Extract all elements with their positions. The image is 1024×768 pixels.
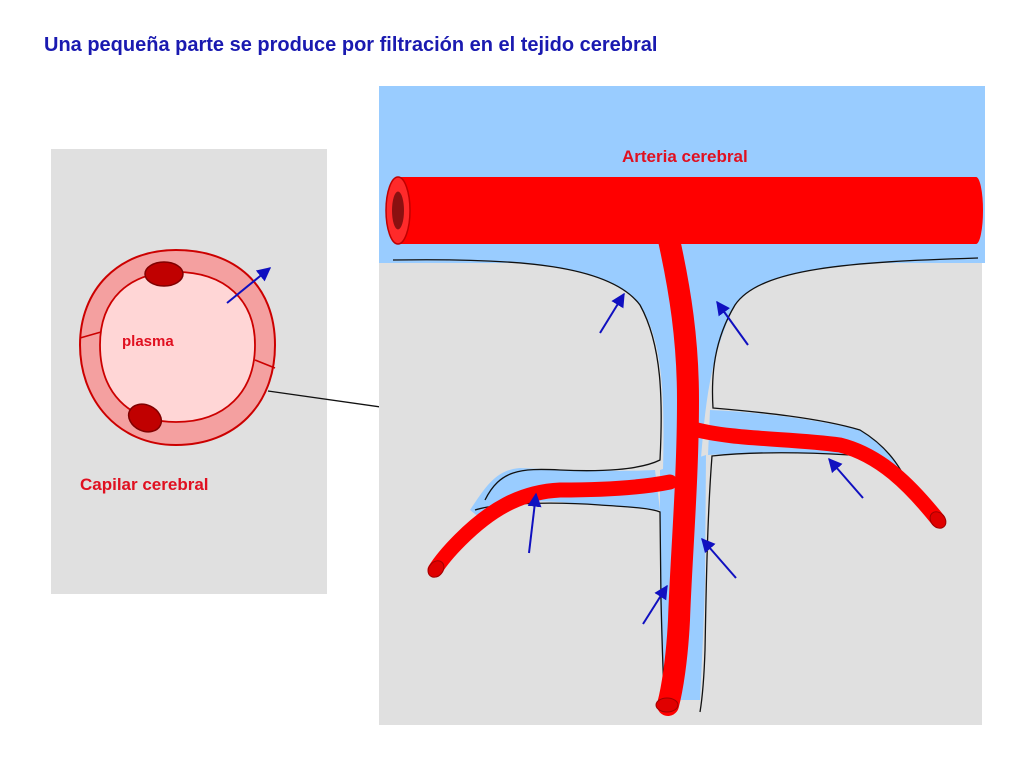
artery-trunk [657, 229, 700, 716]
filtration-arrow-4 [828, 457, 864, 499]
artery-branch-left [427, 474, 678, 578]
endothelial-nucleus-bottom [127, 403, 163, 433]
artery-end-left-branch [427, 560, 445, 578]
artery-tree [385, 176, 983, 716]
filtration-arrows [527, 292, 864, 625]
filtration-arrow-1 [599, 292, 625, 334]
artery-lumen [392, 191, 404, 230]
capillary-cross-section [78, 248, 277, 447]
filtration-arrow-6 [642, 584, 668, 625]
endothelial-junction-left [79, 331, 102, 339]
capillary-lumen [99, 271, 256, 423]
artery-end-trunk [655, 697, 679, 713]
filtration-arrow-capillary [226, 267, 272, 304]
capillary-label: Capilar cerebral [80, 475, 209, 494]
artery-branch-right [682, 420, 946, 528]
artery-label: Arteria cerebral [622, 147, 748, 166]
endothelial-nucleus-top [144, 261, 184, 287]
artery-right-end [969, 177, 983, 244]
csf-boundary-right [711, 257, 979, 503]
filtration-arrow-2 [716, 300, 749, 346]
filtration-arrow-5 [701, 537, 737, 579]
filtration-arrow-3 [527, 492, 542, 554]
plasma-label: plasma [122, 333, 174, 350]
page-title: Una pequeña parte se produce por filtrac… [44, 34, 658, 56]
csf-boundary-left [392, 259, 662, 501]
endothelial-junction-right [254, 359, 276, 369]
cerebral-artery-main [398, 177, 976, 244]
artery-end-right-branch [929, 511, 947, 529]
